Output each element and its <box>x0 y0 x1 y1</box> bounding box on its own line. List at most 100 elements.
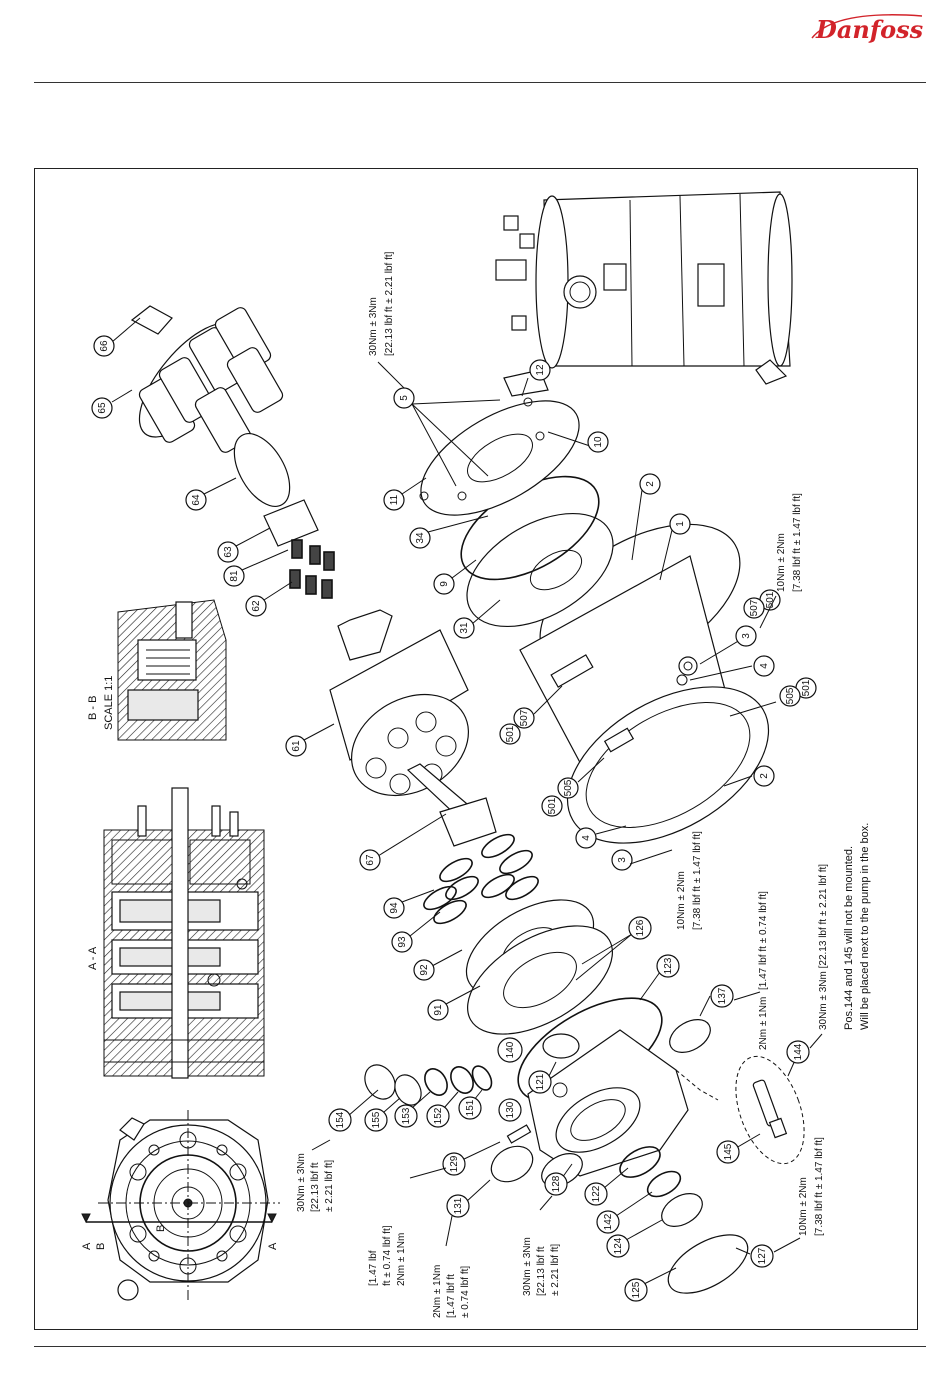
callout-3-lower: 3 <box>617 857 628 863</box>
callout-3-upper: 3 <box>741 633 752 639</box>
section-a-a: A - A <box>87 787 265 1079</box>
torque-note-4b: [1.47 lbf ft ± 0.74 lbf ft] <box>758 891 769 990</box>
callout-144: 144 <box>793 1043 804 1060</box>
torque-note-9b: [1.47 lbf ft <box>446 1274 457 1318</box>
torque-note-9a: 2Nm ± 1Nm <box>432 1265 443 1318</box>
torque-note-8a: [1.47 lbf <box>368 1250 379 1286</box>
callout-2-upper: 2 <box>645 481 656 487</box>
callout-142: 142 <box>603 1213 614 1230</box>
callout-505-c: 501 <box>505 725 516 742</box>
torque-note-8b: ft ± 0.74 lbf ft] <box>382 1225 393 1286</box>
torque-note-5: 30Nm ± 3Nm [22.13 lbf ft ± 2.21 lbf ft] <box>818 864 829 1030</box>
callout-65: 65 <box>97 402 108 414</box>
assembled-pump <box>495 191 793 385</box>
valve-plates <box>465 899 613 1035</box>
torque-note-6b: [7.38 lbf ft ± 1.47 lbf ft] <box>814 1137 825 1236</box>
torque-note-9c: ± 0.74 lbf ft] <box>460 1266 471 1318</box>
callout-63: 63 <box>223 546 234 558</box>
callout-31: 31 <box>459 622 470 634</box>
callout-155: 155 <box>371 1111 382 1128</box>
torque-note-3b: [7.38 lbf ft ± 1.47 lbf ft] <box>692 831 703 930</box>
section-b-b-scale: SCALE 1:1 <box>103 676 115 730</box>
callout-125: 125 <box>631 1281 642 1298</box>
torque-note-10a: 30Nm ± 3Nm <box>522 1237 533 1296</box>
callout-122: 122 <box>591 1185 602 1202</box>
callout-129: 129 <box>449 1155 460 1172</box>
callouts: 66 65 64 63 81 62 61 67 94 93 92 91 1 <box>91 317 817 1302</box>
torque-note-1b: [22.13 lbf ft ± 2.21 lbf ft] <box>384 251 395 356</box>
callout-4-upper: 4 <box>759 663 770 669</box>
torque-note-7a: 30Nm ± 3Nm <box>296 1153 307 1212</box>
callout-130: 130 <box>505 1101 516 1118</box>
callout-121: 121 <box>535 1073 546 1090</box>
main-housing <box>519 523 770 844</box>
callout-11: 11 <box>389 494 400 505</box>
callout-505-b: 501 <box>801 679 812 696</box>
torque-note-2b: [7.38 lbf ft ± 1.47 lbf ft] <box>792 493 803 592</box>
callout-152: 152 <box>433 1107 444 1124</box>
callout-140: 140 <box>505 1041 516 1058</box>
danfoss-logo: Danfoss <box>811 14 924 44</box>
callout-507-a: 507 <box>749 599 760 616</box>
callout-94: 94 <box>389 902 400 914</box>
callout-501-b: 505 <box>563 779 574 796</box>
callout-501-a: 505 <box>785 687 796 704</box>
callout-123: 123 <box>663 957 674 974</box>
callout-66: 66 <box>99 340 110 352</box>
end-housing <box>517 997 805 1177</box>
torque-notes: 30Nm ± 3Nm [22.13 lbf ft ± 2.21 lbf ft] … <box>296 251 871 1318</box>
note-line-1: Pos.144 and 145 will not be mounted. <box>843 846 855 1030</box>
section-mark-b-center: B <box>155 1225 167 1232</box>
spring-rings <box>423 833 539 925</box>
section-mark-a-right: A <box>267 1242 279 1250</box>
section-b-b-title: B - B <box>87 696 99 720</box>
callout-91: 91 <box>433 1004 444 1016</box>
shaft-seal-parts <box>364 1064 749 1294</box>
callout-2-lower: 2 <box>759 773 770 779</box>
callout-137: 137 <box>717 987 728 1004</box>
callout-151: 151 <box>465 1099 476 1116</box>
front-parts <box>419 369 614 628</box>
callout-62: 62 <box>251 600 262 612</box>
torque-note-6: 10Nm ± 2Nm <box>798 1177 809 1236</box>
callout-92: 92 <box>419 964 430 976</box>
callout-145: 145 <box>723 1143 734 1160</box>
torque-note-10c: ± 2.21 lbf ft] <box>550 1244 561 1296</box>
shaft-assembly <box>329 609 497 847</box>
callout-67: 67 <box>365 854 376 866</box>
callout-81: 81 <box>229 570 240 582</box>
callout-10: 10 <box>593 436 604 448</box>
brand-text: Danfoss <box>815 15 924 44</box>
callout-153: 153 <box>401 1107 412 1124</box>
callout-124: 124 <box>613 1237 624 1254</box>
callout-128: 128 <box>551 1175 562 1192</box>
torque-note-10b: [22.13 lbf ft <box>536 1246 547 1296</box>
callout-64: 64 <box>191 494 202 506</box>
header-rule <box>34 82 926 83</box>
torque-note-1: 30Nm ± 3Nm <box>368 297 379 356</box>
callout-505-d: 501 <box>547 797 558 814</box>
footer-rule <box>34 1346 926 1347</box>
callout-93: 93 <box>397 936 408 948</box>
callout-154: 154 <box>335 1111 346 1128</box>
torque-note-4: 2Nm ± 1Nm <box>758 997 769 1050</box>
callout-131: 131 <box>453 1197 464 1214</box>
callout-505-a: 501 <box>765 591 776 608</box>
torque-note-7c: ± 2.21 lbf ft] <box>324 1160 335 1212</box>
callout-4-lower: 4 <box>581 835 592 841</box>
callout-34: 34 <box>415 532 426 544</box>
piston-assembly <box>130 305 335 599</box>
drawing-frame <box>34 168 918 1330</box>
note-line-2: Will be placed next to the pump in the b… <box>859 823 871 1030</box>
section-b-b: B - B SCALE 1:1 <box>87 599 227 741</box>
callout-127: 127 <box>757 1247 768 1264</box>
torque-note-7b: [22.13 lbf ft <box>310 1162 321 1212</box>
section-mark-a-left: A <box>81 1242 93 1250</box>
callout-12: 12 <box>535 364 546 376</box>
callout-5: 5 <box>399 395 410 401</box>
torque-note-8c: 2Nm ± 1Nm <box>396 1233 407 1286</box>
section-mark-b-left: B <box>95 1243 107 1250</box>
callout-61: 61 <box>291 740 302 752</box>
section-a-a-title: A - A <box>87 946 99 970</box>
